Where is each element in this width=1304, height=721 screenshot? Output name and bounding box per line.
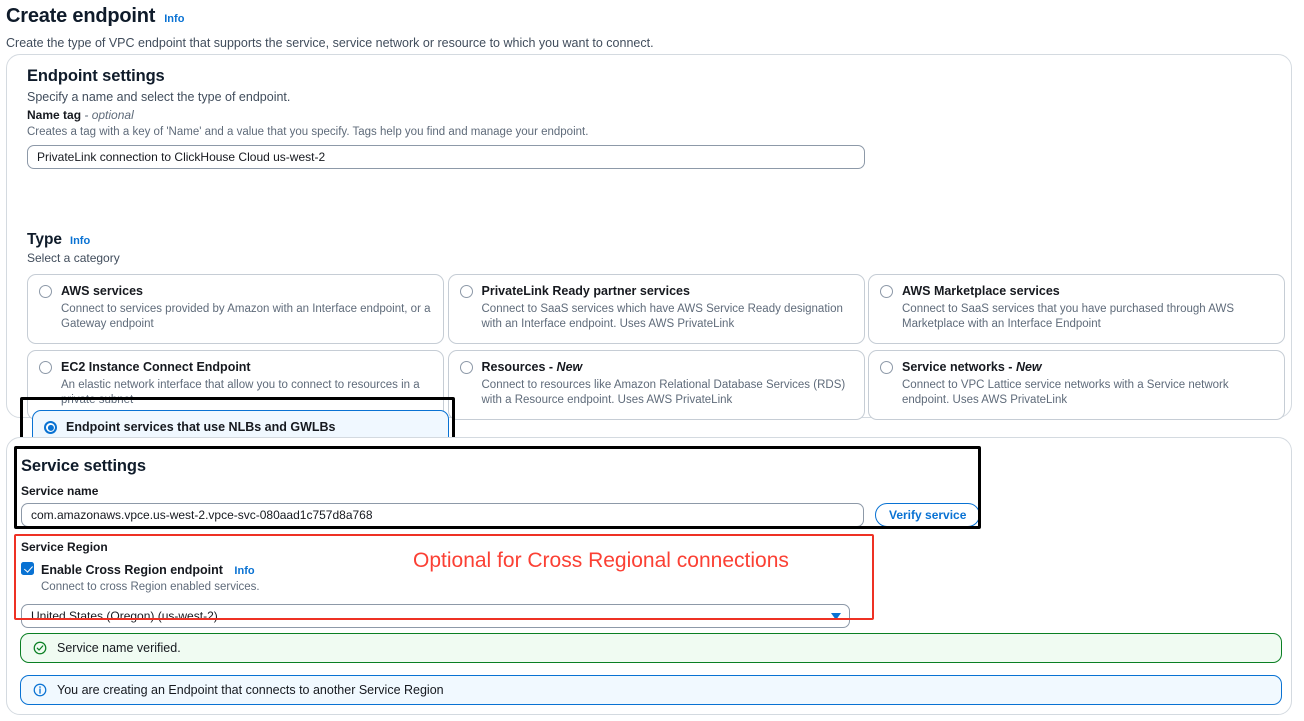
radio-card-privatelink-ready-partner-services[interactable]: PrivateLink Ready partner services Conne… [447,274,865,344]
radio-title: Resources - New [482,360,853,376]
endpoint-settings-description: Specify a name and select the type of en… [27,90,291,104]
info-circle-icon [33,683,47,697]
page-description: Create the type of VPC endpoint that sup… [6,36,654,50]
radio-icon[interactable] [39,285,52,298]
alert-info-text: You are creating an Endpoint that connec… [57,683,444,697]
chevron-down-icon[interactable] [831,612,841,620]
name-tag-input-value: PrivateLink connection to ClickHouse Clo… [37,150,326,164]
verify-service-button[interactable]: Verify service [875,503,981,527]
endpoint-settings-title: Endpoint settings [27,67,165,85]
radio-card-resources[interactable]: Resources - New Connect to resources lik… [447,349,865,420]
radio-title: PrivateLink Ready partner services [481,284,690,298]
radio-card-service-networks[interactable]: Service networks - New Connect to VPC La… [868,349,1285,420]
radio-card-aws-services[interactable]: AWS services Connect to services provide… [27,274,444,344]
enable-cross-region-sub: Connect to cross Region enabled services… [41,581,260,593]
alert-success-text: Service name verified. [57,641,181,655]
type-head-row: Type Info [27,231,120,249]
radio-title-text: Service networks - [902,359,1013,374]
radio-description: An elastic network interface that allow … [61,378,420,407]
page-title-row: Create endpoint Info [6,4,1304,28]
radio-icon-selected[interactable] [44,421,57,434]
type-info-link[interactable]: Info [70,235,91,247]
service-name-input[interactable]: com.amazonaws.vpce.us-west-2.vpce-svc-08… [21,503,864,527]
endpoint-settings-card: Endpoint settings Specify a name and sel… [6,54,1292,496]
page-header: Create endpoint Info Create the type of … [0,0,1304,52]
enable-cross-region-checkbox-row[interactable]: Enable Cross Region endpoint Info Connec… [21,561,850,593]
radio-card-aws-marketplace-services[interactable]: AWS Marketplace services Connect to SaaS… [868,274,1285,344]
radio-new-badge: New [556,359,583,374]
radio-title-text: Resources - [481,359,554,374]
name-tag-label-text: Name tag [27,108,82,122]
enable-cross-region-label-row: Enable Cross Region endpoint Info [41,561,260,579]
name-tag-input[interactable]: PrivateLink connection to ClickHouse Clo… [27,145,865,169]
name-tag-hint: Creates a tag with a key of 'Name' and a… [27,126,589,138]
alert-service-name-verified: Service name verified. [20,633,1282,663]
radio-new-badge: New [1015,359,1042,374]
page-info-link[interactable]: Info [164,13,185,25]
service-settings-title: Service settings [21,457,146,475]
radio-description: Connect to VPC Lattice service networks … [902,378,1229,407]
radio-title: Service networks - New [902,360,1273,376]
radio-title: AWS Marketplace services [902,284,1060,298]
service-name-input-value: com.amazonaws.vpce.us-west-2.vpce-svc-08… [31,508,373,522]
check-circle-icon [33,641,47,655]
radio-description: Connect to SaaS services which have AWS … [481,302,843,331]
service-region-select[interactable]: United States (Oregon) (us-west-2) [21,604,850,628]
annotation-note-cross-region: Optional for Cross Regional connections [413,549,789,572]
service-settings-card: Service settings Service name com.amazon… [6,437,1292,715]
radio-title: Endpoint services that use NLBs and GWLB… [66,420,336,434]
name-tag-label: Name tag - optional [27,108,865,122]
type-sub-label: Select a category [27,251,120,265]
radio-icon[interactable] [880,360,893,374]
radio-description: Connect to SaaS services that you have p… [902,302,1234,331]
radio-title: AWS services [61,284,143,298]
radio-icon[interactable] [880,285,893,298]
radio-icon[interactable] [39,360,52,374]
name-tag-field-group: Name tag - optional Creates a tag with a… [27,108,865,169]
radio-title: EC2 Instance Connect Endpoint [61,359,251,374]
cross-region-info-link[interactable]: Info [234,565,255,577]
alert-cross-region-endpoint: You are creating an Endpoint that connec… [20,675,1282,705]
radio-description: Connect to resources like Amazon Relatio… [481,378,846,407]
service-region-group: Service Region Enable Cross Region endpo… [21,540,850,628]
endpoint-type-radio-group: AWS services Connect to services provide… [27,274,1285,420]
service-region-label: Service Region [21,540,108,554]
name-tag-optional-suffix: - optional [84,108,134,122]
radio-description: Connect to services provided by Amazon w… [61,302,431,331]
page-title: Create endpoint [6,5,156,27]
radio-icon[interactable] [459,360,473,374]
checkbox-icon[interactable] [21,562,34,575]
radio-icon[interactable] [459,285,473,298]
enable-cross-region-label: Enable Cross Region endpoint [41,563,223,577]
type-heading-group: Type Info Select a category [27,231,120,265]
type-label: Type [27,231,63,248]
endpoint-settings-heading-group: Endpoint settings Specify a name and sel… [27,67,290,104]
service-name-label: Service name [21,484,99,498]
service-region-select-value: United States (Oregon) (us-west-2) [31,609,218,623]
